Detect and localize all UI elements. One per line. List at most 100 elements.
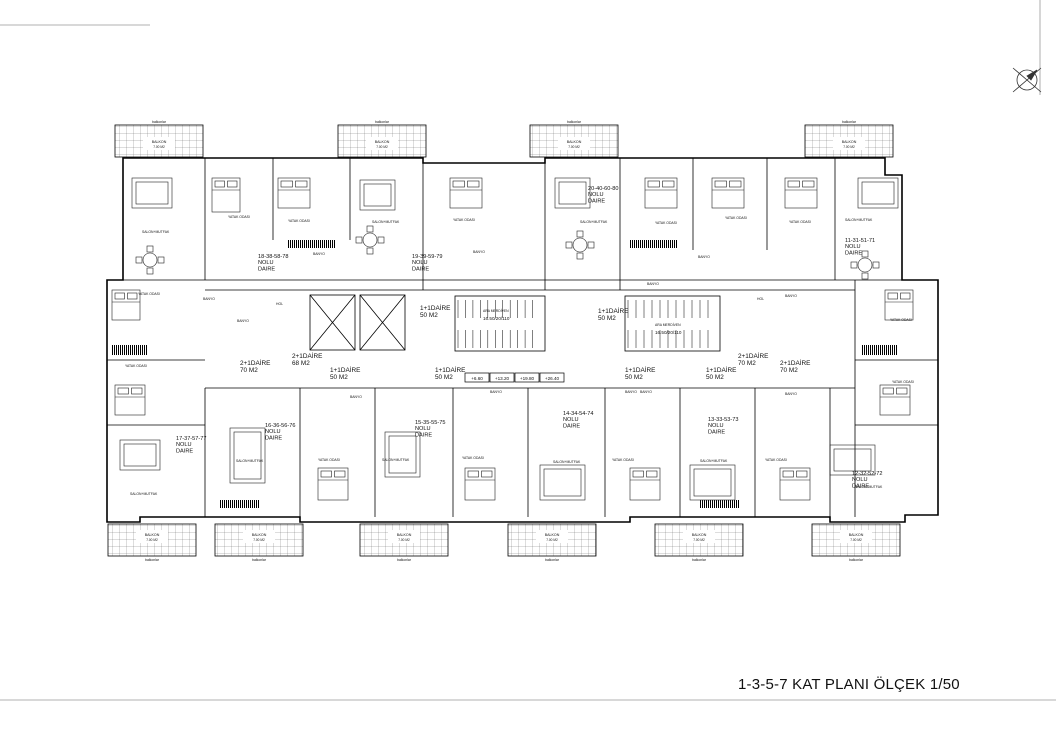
- plan-title: 1-3-5-7 KAT PLANI ÖLÇEK 1/50: [738, 676, 960, 693]
- bed: [114, 384, 146, 416]
- elevation-value: +13.20: [495, 376, 510, 381]
- room-name: YATAK ODASI: [453, 218, 475, 222]
- bed: [449, 177, 483, 209]
- bed: [884, 289, 914, 321]
- dining-table: [355, 225, 385, 255]
- bed: [644, 177, 678, 209]
- room-name: BANYO: [640, 390, 652, 394]
- balcony-label: BALKON: [152, 140, 167, 144]
- room-label: YATAK ODASI: [228, 215, 250, 219]
- elevation-value: +6.60: [471, 376, 483, 381]
- room-label: BANYO: [647, 282, 659, 286]
- room-name: YATAK ODASI: [318, 458, 340, 462]
- furniture: [111, 177, 914, 501]
- elevator-shaft: [309, 294, 356, 351]
- room-label: HOL: [757, 297, 764, 301]
- bed: [317, 467, 349, 501]
- room-name: BANYO: [698, 255, 710, 259]
- room-label: ARA MERDİVEN: [483, 308, 509, 313]
- room-name: BANYO: [625, 390, 637, 394]
- room-name: YATAK ODASI: [765, 458, 787, 462]
- bed: [277, 177, 311, 209]
- room-name: SALON+MUTFAK: [130, 492, 158, 496]
- room-name: BANYO: [785, 392, 797, 396]
- bed: [711, 177, 745, 209]
- room-label: YATAK ODASI: [125, 364, 147, 368]
- stairwell: [624, 295, 721, 352]
- balcony-area: 7.00 M2: [843, 145, 855, 149]
- sofa: [554, 177, 591, 209]
- terrace-label: balkonlar: [375, 120, 390, 124]
- room-label: SALON+MUTFAK: [130, 492, 158, 496]
- room-name: SALON+MUTFAK: [236, 459, 264, 463]
- room-label: SALON+MUTFAK: [236, 459, 264, 463]
- balcony-label: BALKON: [567, 140, 582, 144]
- bed: [879, 384, 911, 416]
- room-name: YATAK ODASI: [725, 216, 747, 220]
- room-name: BANYO: [203, 297, 215, 301]
- room-name: YATAK ODASI: [612, 458, 634, 462]
- elevation-value: +19.80: [520, 376, 535, 381]
- terrace-label: balkonlar: [692, 558, 707, 562]
- balcony-label: BALKON: [145, 533, 160, 537]
- terrace-label: balkonlar: [849, 558, 864, 562]
- balcony-area: 7.00 M2: [568, 145, 580, 149]
- north-arrow-icon: [1012, 67, 1042, 93]
- room-label: SALON+MUTFAK: [855, 485, 883, 489]
- room-labels: SALON+MUTFAK YATAK ODASI YATAK ODASI SALON+…: [125, 215, 914, 496]
- sofa: [829, 444, 876, 476]
- terrace-label: balkonlar: [545, 558, 560, 562]
- terrace-label: balkonlar: [397, 558, 412, 562]
- stairwell: [454, 295, 546, 352]
- balcony-area: 7.00 M2: [850, 538, 862, 542]
- room-label: BANYO: [237, 319, 249, 323]
- room-label: BANYO: [490, 390, 502, 394]
- balcony-label: BALKON: [252, 533, 267, 537]
- room-name: HOL: [276, 302, 283, 306]
- room-name: BANYO: [473, 250, 485, 254]
- room-name: YATAK ODASI: [462, 456, 484, 460]
- terrace-label: balkonlar: [145, 558, 160, 562]
- room-label: SALON+MUTFAK: [845, 218, 873, 222]
- sofa: [119, 439, 161, 471]
- elevator-shaft: [359, 294, 406, 351]
- elevation-value: +26.40: [545, 376, 560, 381]
- room-label: HOL: [276, 302, 283, 306]
- room-label: SALON+MUTFAK: [142, 230, 170, 234]
- sofa: [689, 464, 736, 501]
- room-label: YATAK ODASI: [453, 218, 475, 222]
- sofa: [384, 431, 421, 478]
- room-label: YATAK ODASI: [890, 318, 912, 322]
- elevation-marker: +6.60: [464, 372, 490, 383]
- stair-dimension: 16.50/20/110: [483, 316, 510, 321]
- terrace-label: balkonlar: [842, 120, 857, 124]
- bed: [111, 289, 141, 321]
- room-name: YATAK ODASI: [125, 364, 147, 368]
